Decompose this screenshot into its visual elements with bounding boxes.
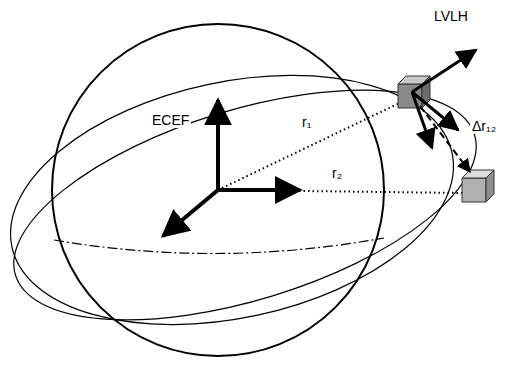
lvlh-axes: [412, 50, 476, 148]
position-vector: [218, 98, 410, 190]
frame-label: LVLH: [432, 8, 470, 24]
vector-label: Δr₁₂: [470, 118, 498, 134]
vector-label: r₂: [330, 165, 344, 181]
orbit: [0, 38, 477, 362]
frame-label: ECEF: [150, 112, 191, 128]
vector-label: r₁: [300, 114, 313, 130]
equator: [54, 238, 384, 254]
position-vector: [218, 190, 466, 193]
satellite: [462, 170, 494, 202]
